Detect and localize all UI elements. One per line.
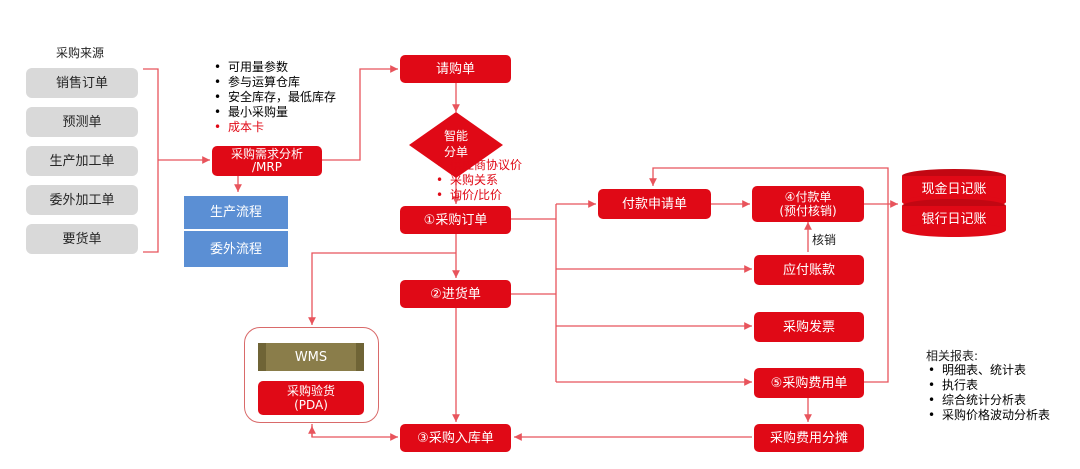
report-item: 采购价格波动分析表 xyxy=(928,408,1050,423)
ledger-cylinders xyxy=(902,169,1006,237)
source-sales-order: 销售订单 xyxy=(26,68,138,98)
source-demand-order: 要货单 xyxy=(26,224,138,254)
mrp-param-cost-card: 成本卡 xyxy=(214,120,336,135)
smart-split-label: 智能 分单 xyxy=(443,129,468,159)
reports-title: 相关报表: xyxy=(926,349,979,363)
invoice-node: 采购发票 xyxy=(754,312,864,342)
purchase-order-node: ①采购订单 xyxy=(400,206,511,234)
reports-list: 明细表、统计表 执行表 综合统计分析表 采购价格波动分析表 xyxy=(928,363,1050,423)
payment-request-node: 付款申请单 xyxy=(598,189,711,219)
wms-box: WMS xyxy=(258,343,364,371)
mrp-param: 参与运算仓库 xyxy=(214,75,336,90)
payable-node: 应付账款 xyxy=(754,255,864,285)
sources-title: 采购来源 xyxy=(56,46,105,60)
warehouse-in-node: ③采购入库单 xyxy=(400,424,511,452)
production-flow: 生产流程 xyxy=(184,196,288,230)
report-item: 综合统计分析表 xyxy=(928,393,1050,408)
requisition-node: 请购单 xyxy=(400,55,511,83)
source-forecast: 预测单 xyxy=(26,107,138,137)
source-outsourcing-order: 委外加工单 xyxy=(26,185,138,215)
wms-group xyxy=(244,327,379,423)
pda-inspection-box: 采购验货 (PDA) xyxy=(258,381,364,415)
report-item: 明细表、统计表 xyxy=(928,363,1050,378)
writeoff-label: 核销 xyxy=(812,233,837,247)
expense-allocation-node: 采购费用分摊 xyxy=(754,424,864,452)
report-item: 执行表 xyxy=(928,378,1050,393)
outsourcing-flow: 委外流程 xyxy=(184,231,288,267)
mrp-param: 最小采购量 xyxy=(214,105,336,120)
split-notes: 供应商协议价 采购关系 询价/比价 xyxy=(436,158,522,203)
cash-journal: 现金日记账 xyxy=(921,181,987,197)
split-note: 询价/比价 xyxy=(436,188,522,203)
split-note: 供应商协议价 xyxy=(436,158,522,173)
mrp-param: 安全库存，最低库存 xyxy=(214,90,336,105)
split-note: 采购关系 xyxy=(436,173,522,188)
bank-journal: 银行日记账 xyxy=(921,211,987,227)
receipt-node: ②进货单 xyxy=(400,280,511,308)
payment-node: ④付款单 (预付核销) xyxy=(752,186,864,222)
expense-node: ⑤采购费用单 xyxy=(754,368,864,398)
mrp-param: 可用量参数 xyxy=(214,60,336,75)
source-production-order: 生产加工单 xyxy=(26,146,138,176)
mrp-parameters: 可用量参数 参与运算仓库 安全库存，最低库存 最小采购量 成本卡 xyxy=(214,60,336,135)
mrp-analysis-box: 采购需求分析 /MRP xyxy=(212,146,322,176)
